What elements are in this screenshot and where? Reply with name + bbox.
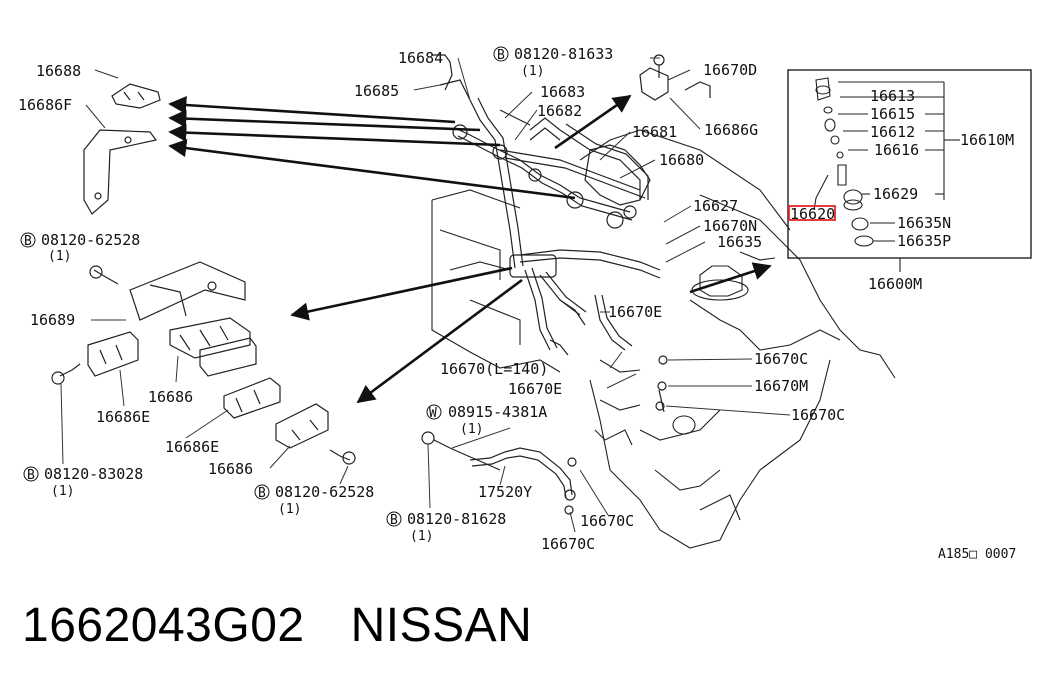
label-16627: 16627 — [693, 197, 738, 215]
svg-text:08120-81628: 08120-81628 — [407, 510, 506, 528]
pointer-arrows — [168, 94, 772, 404]
svg-text:08120-81633: 08120-81633 — [514, 45, 613, 63]
caption: 1662043G02 NISSAN — [22, 598, 532, 653]
label-16635: 16635 — [717, 233, 762, 251]
svg-text:B: B — [258, 486, 266, 501]
bolt-ref-81633: B 08120-81633 (1) — [493, 45, 613, 79]
svg-text:W: W — [429, 406, 437, 421]
label-16670-L140: 16670(L=140) — [440, 360, 548, 378]
svg-text:08915-4381A: 08915-4381A — [448, 403, 547, 421]
label-16682: 16682 — [537, 102, 582, 120]
svg-text:(1): (1) — [51, 484, 74, 499]
label-16688: 16688 — [36, 62, 81, 80]
label-16615: 16615 — [870, 105, 915, 123]
svg-text:B: B — [390, 513, 398, 528]
label-16600M: 16600M — [868, 275, 922, 293]
label-16670N: 16670N — [703, 217, 757, 235]
label-16686F: 16686F — [18, 96, 72, 114]
label-16689: 16689 — [30, 311, 75, 329]
bolt-ref-83028: B 08120-83028 (1) — [23, 465, 143, 499]
svg-text:08120-62528: 08120-62528 — [275, 483, 374, 501]
label-16681: 16681 — [632, 123, 677, 141]
bolt-ref-62528-top: B 08120-62528 (1) — [20, 231, 140, 264]
brand-name: NISSAN — [350, 599, 533, 652]
svg-text:B: B — [497, 48, 505, 63]
label-16670E-b: 16670E — [508, 380, 562, 398]
label-16686-a: 16686 — [148, 388, 193, 406]
bolt-ref-62528-bottom: B 08120-62528 (1) — [254, 483, 374, 517]
label-16670C-a: 16670C — [754, 350, 808, 368]
svg-text:B: B — [24, 234, 32, 249]
label-16686E-b: 16686E — [165, 438, 219, 456]
injection-pipes-drawing — [432, 54, 711, 356]
label-16612: 16612 — [870, 123, 915, 141]
svg-text:(1): (1) — [410, 529, 433, 544]
svg-text:B: B — [27, 468, 35, 483]
label-17520Y: 17520Y — [478, 483, 532, 501]
part-number: 1662043G02 — [22, 599, 305, 652]
label-16686-b: 16686 — [208, 460, 253, 478]
label-16629: 16629 — [873, 185, 918, 203]
label-16670M: 16670M — [754, 377, 808, 395]
label-16670C-c: 16670C — [580, 512, 634, 530]
leader-lines — [60, 57, 791, 533]
label-16620: 16620 — [790, 205, 835, 223]
svg-text:(1): (1) — [48, 249, 71, 264]
engine-block-drawing — [431, 129, 896, 549]
highlight-box — [788, 205, 836, 221]
label-16613: 16613 — [870, 87, 915, 105]
label-16616: 16616 — [874, 141, 919, 159]
inset-detail-box — [787, 69, 1032, 272]
washer-ref-4381A: W 08915-4381A (1) — [426, 403, 547, 437]
label-16610M: 16610M — [960, 131, 1014, 149]
label-16683: 16683 — [540, 83, 585, 101]
label-16685: 16685 — [354, 82, 399, 100]
label-16670C-b: 16670C — [791, 406, 845, 424]
bolt-ref-81628: B 08120-81628 (1) — [386, 510, 506, 544]
svg-text:(1): (1) — [460, 422, 483, 437]
svg-text:(1): (1) — [521, 64, 544, 79]
label-16686E-a: 16686E — [96, 408, 150, 426]
bolt-references: B 08120-81633 (1) B 08120-62528 (1) B 08… — [20, 45, 613, 544]
svg-text:08120-83028: 08120-83028 — [44, 465, 143, 483]
label-16670E-a: 16670E — [608, 303, 662, 321]
label-16670D: 16670D — [703, 61, 757, 79]
label-16635N: 16635N — [897, 214, 951, 232]
part-labels: 16688 16686F 16684 16685 16683 16682 166… — [18, 49, 1016, 562]
label-16680: 16680 — [659, 151, 704, 169]
clamp-parts-drawing — [51, 54, 668, 515]
label-16686G: 16686G — [704, 121, 758, 139]
label-16670C-d: 16670C — [541, 535, 595, 553]
svg-text:08120-62528: 08120-62528 — [41, 231, 140, 249]
svg-text:(1): (1) — [278, 502, 301, 517]
label-16635P: 16635P — [897, 232, 951, 250]
label-16684: 16684 — [398, 49, 443, 67]
diagram-code: A185□ 0007 — [938, 547, 1016, 562]
